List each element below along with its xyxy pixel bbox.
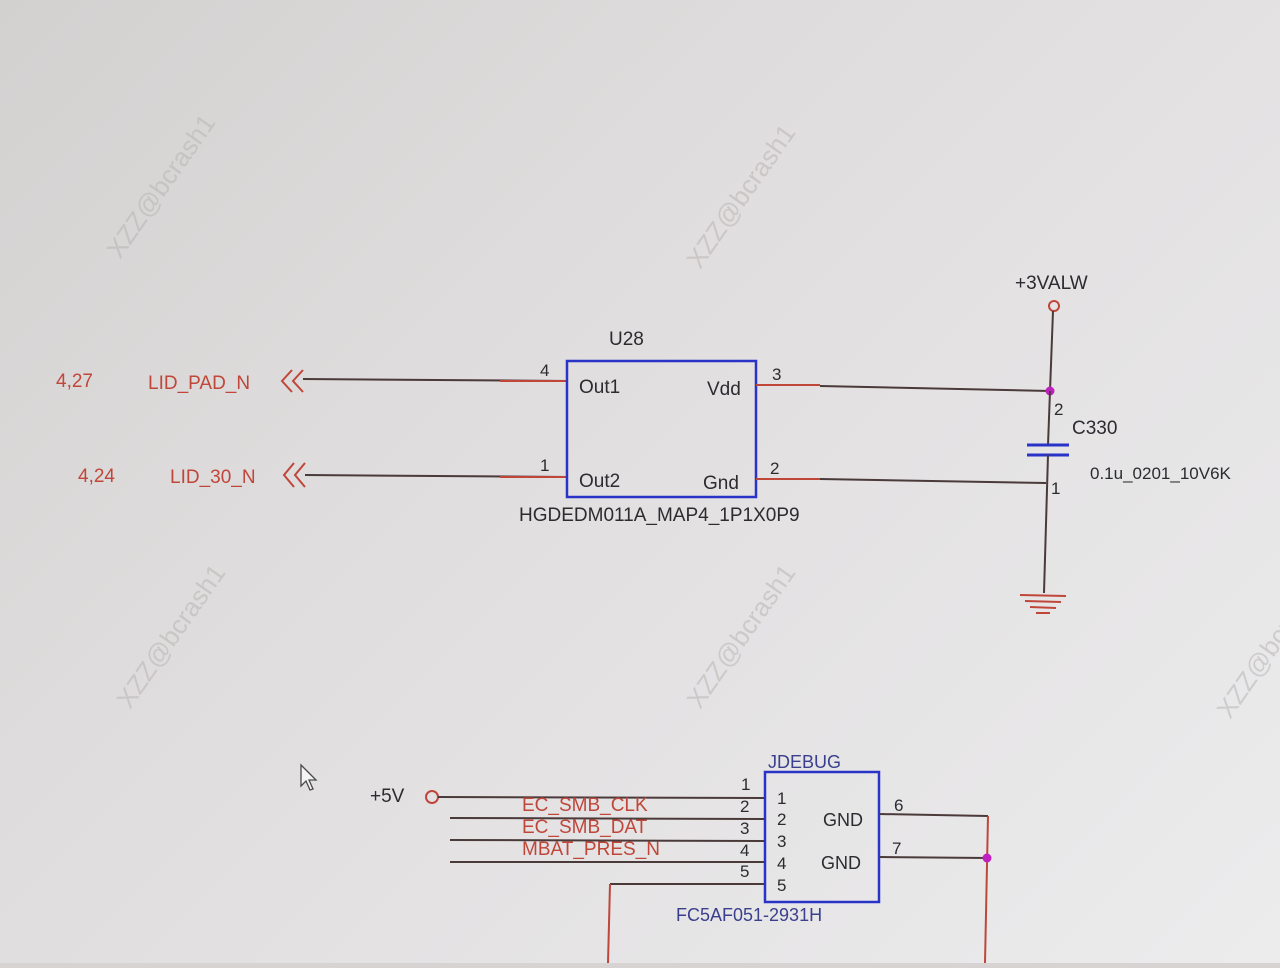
c330-lead-bottom <box>1043 454 1049 594</box>
power-5v-label: +5V <box>370 786 405 807</box>
lid-30-page-ref: 4,24 <box>78 466 115 487</box>
lid-pad-offpage-icon <box>280 369 304 393</box>
mouse-pointer-icon <box>300 763 318 791</box>
u28-pin-gnd-name: Gnd <box>703 473 739 494</box>
u28-pin-vdd-number: 3 <box>772 365 781 384</box>
wire-3valw-drop <box>1049 310 1054 392</box>
watermark-1: XZZ@bcrash1 <box>100 109 221 264</box>
jdebug-gnd-pin-7: 7 <box>892 839 901 858</box>
jdebug-body <box>763 770 881 904</box>
wire-jdebug-gnd-drop <box>984 815 989 964</box>
jdebug-outer-pin-2: 2 <box>740 797 749 816</box>
power-5v-icon <box>425 790 439 804</box>
u28-pin-out1-number: 4 <box>540 361 549 380</box>
wire-gnd <box>819 478 1047 484</box>
jdebug-signal-ec-smb-dat: EC_SMB_DAT <box>522 817 648 838</box>
wire-jdebug-gnd7 <box>878 856 989 859</box>
jdebug-signal-ec-smb-clk: EC_SMB_CLK <box>522 795 648 816</box>
jdebug-inner-pin-5: 5 <box>777 876 786 895</box>
u28-pin-gnd-number: 2 <box>770 459 779 478</box>
jdebug-refdes: JDEBUG <box>768 752 841 772</box>
u28-body <box>565 359 758 499</box>
watermark-5: XZZ@bcrash1 <box>1210 569 1280 724</box>
jdebug-gnd-pin-6: 6 <box>894 796 903 815</box>
jdebug-outer-pin-3: 3 <box>740 819 749 838</box>
jdebug-part-number: FC5AF051-2931H <box>676 905 822 925</box>
wire-jdebug-gnd6 <box>878 813 989 817</box>
lid-30-net-label: LID_30_N <box>170 467 256 488</box>
watermarks: XZZ@bcrash1 XZZ@bcrash1 XZZ@bcrash1 XZZ@… <box>100 109 1280 724</box>
wire-jdebug-pin2 <box>449 817 766 820</box>
wire-jdebug-pin5-drop <box>607 883 611 964</box>
watermark-4: XZZ@bcrash1 <box>680 559 801 714</box>
jdebug-inner-pin-2: 2 <box>777 810 786 829</box>
c330-value: 0.1u_0201_10V6K <box>1090 464 1232 483</box>
power-3valw-icon <box>1048 300 1060 312</box>
wire-jdebug-pin3 <box>449 839 766 842</box>
power-3valw-label: +3VALW <box>1015 273 1088 294</box>
jdebug-inner-pin-4: 4 <box>777 854 786 873</box>
jdebug-outer-pin-1: 1 <box>741 775 750 794</box>
jdebug-gnd-label-1: GND <box>823 810 863 830</box>
watermark-3: XZZ@bcrash1 <box>110 559 231 714</box>
c330-lead-top <box>1047 390 1051 446</box>
wire-jdebug-pin1 <box>437 796 766 799</box>
jdebug-inner-pin-1: 1 <box>777 789 786 808</box>
jdebug-inner-pin-3: 3 <box>777 832 786 851</box>
u28-pin-out2-number: 1 <box>540 456 549 475</box>
ground-icon <box>1019 594 1067 614</box>
u28-pin-vdd-name: Vdd <box>707 379 741 400</box>
u28-pin-out2-name: Out2 <box>579 471 620 492</box>
wire-vdd <box>819 385 1051 392</box>
u28-refdes: U28 <box>609 329 644 350</box>
jdebug-outer-pin-4: 4 <box>740 841 749 860</box>
lid-30-offpage-icon <box>282 462 306 488</box>
u28-part-number: HGDEDM011A_MAP4_1P1X0P9 <box>519 505 800 526</box>
jdebug-signal-mbat-pres-n: MBAT_PRES_N <box>522 839 660 860</box>
lid-pad-page-ref: 4,27 <box>56 371 93 392</box>
c330-refdes: C330 <box>1072 418 1117 439</box>
c330-pin-top-number: 2 <box>1054 400 1063 419</box>
watermark-2: XZZ@bcrash1 <box>680 119 801 274</box>
lid-pad-net-label: LID_PAD_N <box>148 373 250 394</box>
jdebug-outer-pin-5: 5 <box>740 862 749 881</box>
c330-pin-bottom-number: 1 <box>1051 479 1060 498</box>
junction-jdebug-gnd-dot <box>982 853 992 863</box>
jdebug-gnd-label-2: GND <box>821 853 861 873</box>
u28-pin-out1-name: Out1 <box>579 377 620 398</box>
